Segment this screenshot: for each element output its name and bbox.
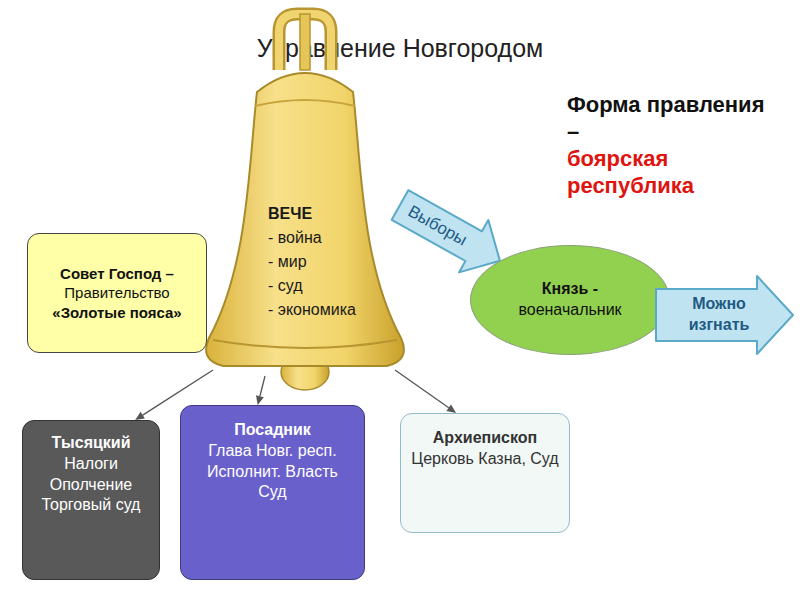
election-arrow — [392, 190, 500, 272]
node-text: - мир — [268, 250, 307, 274]
arrow-head — [256, 395, 264, 405]
block-arrow-shape — [655, 275, 795, 355]
bell-loop — [279, 14, 331, 70]
node-text: Глава Новг. респ. Исполнит. Власть Суд — [191, 441, 354, 503]
form-label: боярская республика — [567, 146, 767, 200]
bell-rim — [213, 340, 397, 348]
expel-arrow: Можно изгнать — [655, 275, 795, 355]
form-label: Форма правления – — [567, 92, 767, 146]
node-heading: ВЕЧЕ — [268, 202, 312, 226]
bell-illustration — [195, 10, 415, 395]
block-arrow-outline — [656, 276, 793, 354]
arrow-head — [446, 405, 456, 414]
bell-loop-bar — [300, 14, 310, 70]
node-text: - экономика — [268, 298, 356, 322]
node-text: Правительство — [64, 283, 169, 303]
subordination-line — [395, 370, 456, 413]
connector-line — [395, 370, 449, 408]
node-heading: Можно изгнать — [673, 294, 765, 336]
prince-ellipse: Князь -военачальник — [470, 245, 670, 355]
archbishop-box: АрхиепископЦерковь Казна, Суд — [400, 413, 570, 533]
node-text: - суд — [268, 274, 303, 298]
node-text: - война — [268, 226, 322, 250]
node-heading: Тысяцкий — [52, 433, 131, 454]
node-heading: Посадник — [234, 420, 311, 441]
block-arrow-body — [392, 190, 500, 272]
node-heading: Совет Господ – — [60, 264, 174, 284]
node-text: Церковь Казна, Суд — [411, 449, 558, 470]
bell-loop — [279, 14, 331, 70]
node-heading: Князь - — [542, 279, 598, 300]
veche-bell: ВЕЧЕ- война- мир- суд- экономика — [195, 10, 415, 395]
edge-label: Выборы — [404, 201, 470, 250]
tysyatsky-box: ТысяцкийНалоги Ополчение Торговый суд — [22, 420, 160, 580]
diagram-title: Управление Новгородом — [0, 34, 800, 63]
subordination-line — [256, 376, 265, 405]
bell-band — [255, 100, 355, 106]
council-box: Совет Господ –Правительство«Золотые пояс… — [27, 233, 207, 353]
bell-body — [206, 73, 404, 366]
posadnik-box: ПосадникГлава Новг. респ. Исполнит. Влас… — [180, 405, 365, 580]
node-text: Налоги Ополчение Торговый суд — [31, 454, 151, 516]
connector-line — [260, 376, 265, 396]
arrow-head — [135, 412, 145, 420]
node-text: «Золотые пояса» — [52, 303, 181, 323]
node-text: военачальник — [518, 300, 621, 321]
node-heading: Архиепископ — [433, 428, 537, 449]
